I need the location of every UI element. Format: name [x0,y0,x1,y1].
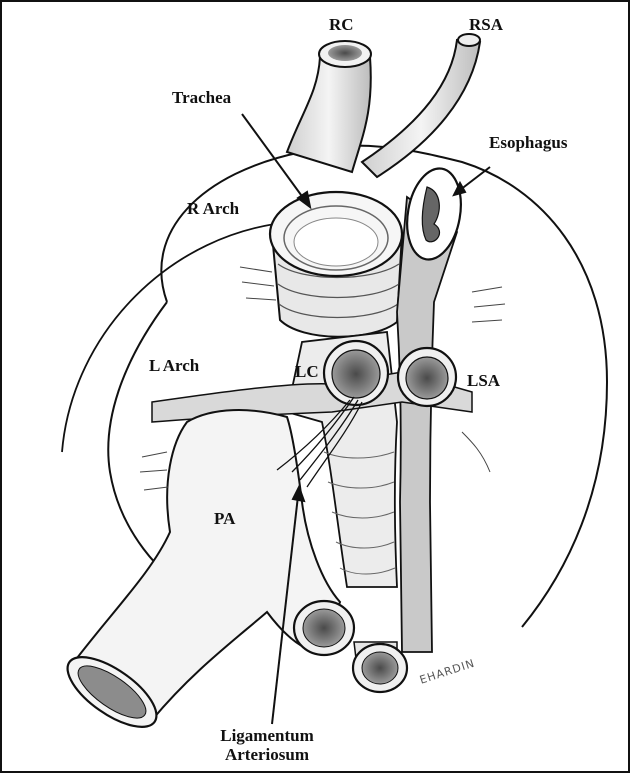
label-trachea: Trachea [172,89,231,106]
label-l-arch: L Arch [149,357,199,374]
label-lc: LC [295,363,319,380]
label-rsa: RSA [469,16,503,33]
rsa-artery [362,40,480,177]
esophagus-body [397,197,457,652]
label-esophagus: Esophagus [489,134,567,151]
label-ligamentum-line2: Arteriosum [207,745,327,764]
rc-artery [287,57,371,172]
label-ligamentum-arteriosum: Ligamentum Arteriosum [207,726,327,764]
label-rc: RC [329,16,354,33]
label-pa: PA [214,510,235,527]
label-r-arch: R Arch [187,200,239,217]
label-lsa: LSA [467,372,500,389]
label-ligamentum-line1: Ligamentum [207,726,327,745]
